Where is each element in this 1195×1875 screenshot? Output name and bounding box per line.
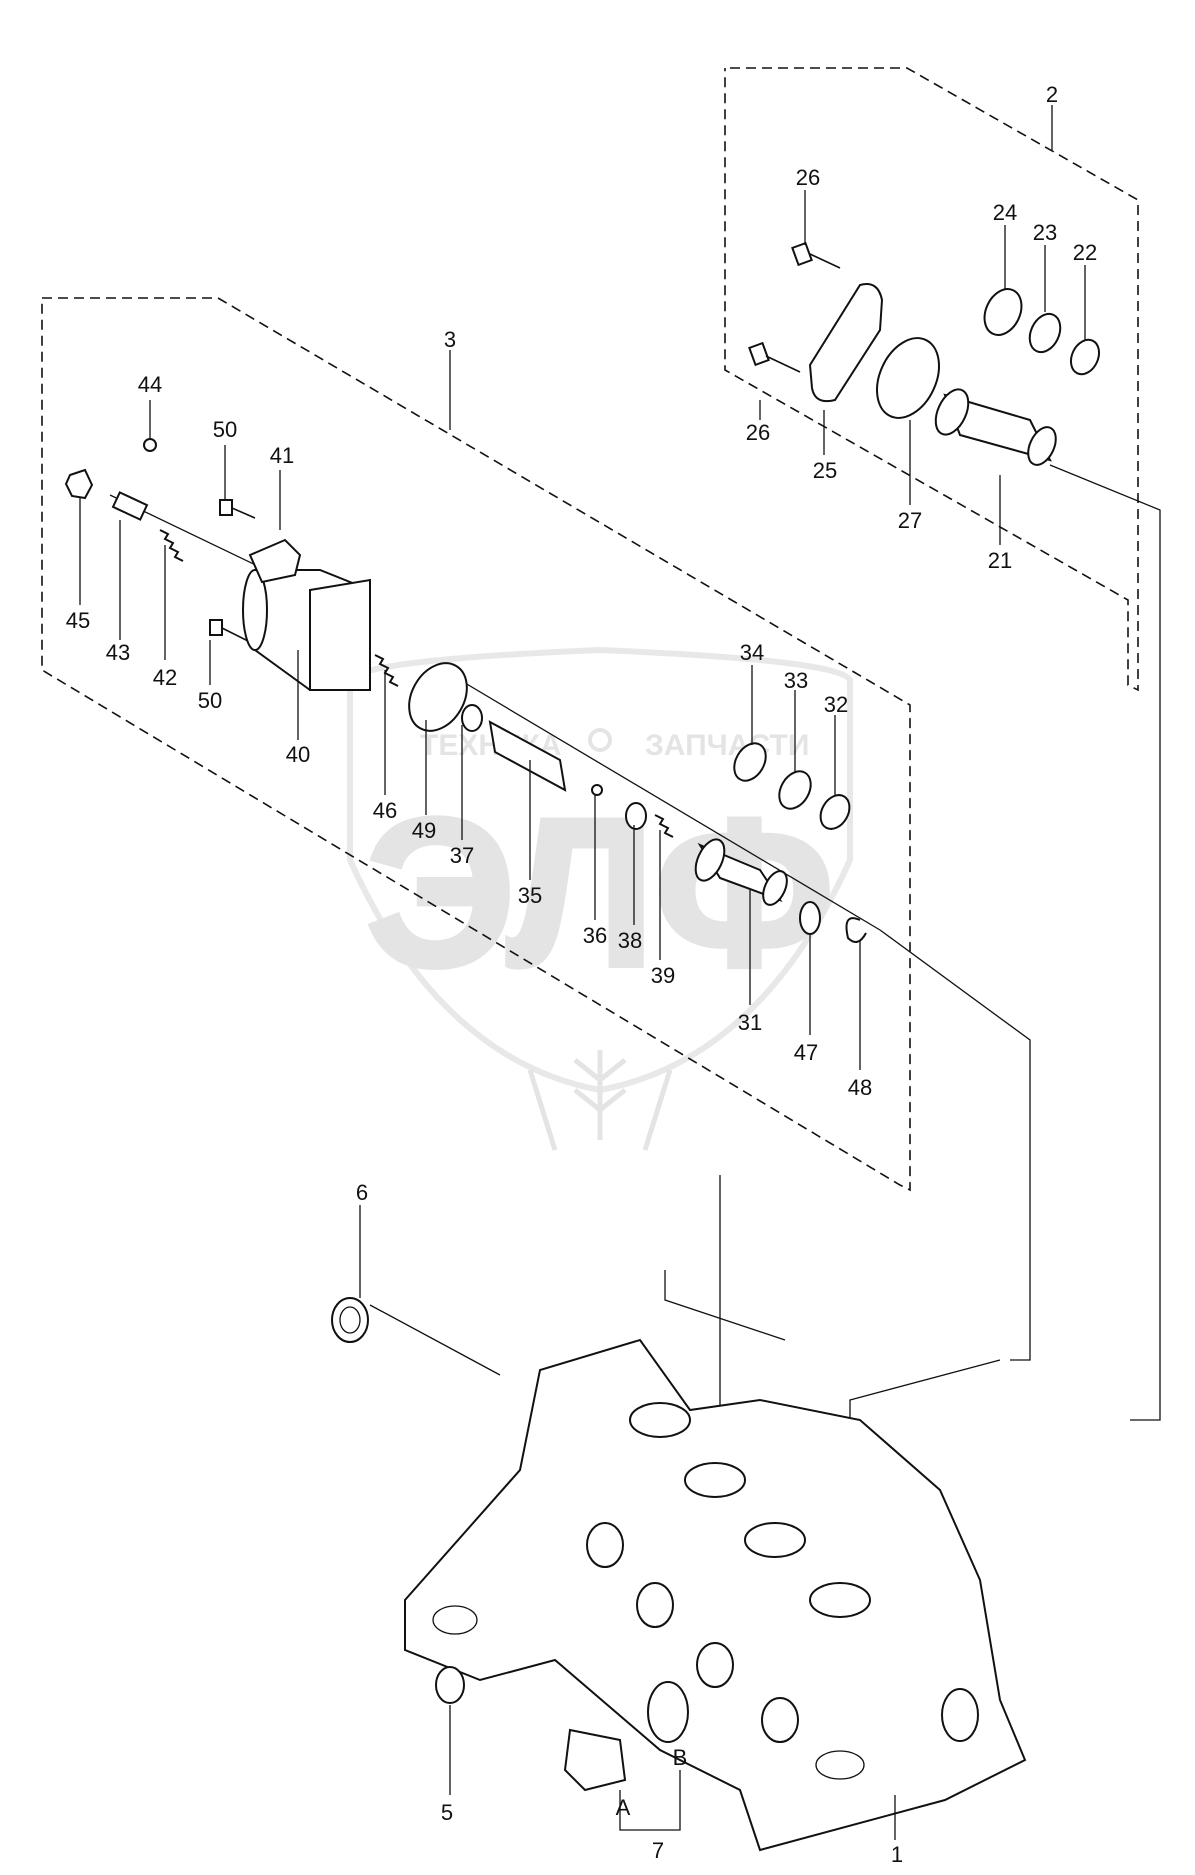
label-40: 40	[286, 742, 310, 767]
part-38-ring	[625, 802, 647, 830]
part-46-spring	[374, 654, 399, 687]
part-44-small-ring	[143, 438, 157, 452]
group-2-outline	[724, 67, 1139, 692]
label-25: 25	[813, 458, 837, 483]
label-7: 7	[652, 1838, 664, 1863]
label-5: 5	[441, 1800, 453, 1825]
part-27-o-ring	[876, 337, 940, 419]
part-37-washer	[461, 704, 483, 732]
part-1-valve-body	[404, 1338, 1027, 1852]
label-B: B	[673, 1745, 688, 1770]
part-22-ring	[1069, 338, 1101, 376]
label-45: 45	[66, 608, 90, 633]
group-3-outline	[41, 297, 911, 1192]
part-45-nut	[64, 468, 94, 500]
part-36-ball	[591, 784, 603, 796]
label-41: 41	[270, 443, 294, 468]
part-23-ring	[1028, 312, 1062, 354]
part-47-plug	[799, 901, 821, 935]
part-50-top-bolt	[219, 499, 256, 519]
label-6: 6	[356, 1180, 368, 1205]
label-46: 46	[373, 798, 397, 823]
label-42: 42	[153, 665, 177, 690]
gear-icon	[588, 728, 612, 752]
part-49-o-ring	[408, 662, 468, 732]
part-6-plug	[331, 1297, 369, 1343]
label-39: 39	[651, 963, 675, 988]
label-21: 21	[988, 548, 1012, 573]
part-7-o-ring	[647, 1681, 689, 1743]
label-A: A	[616, 1795, 631, 1820]
label-26-top: 26	[796, 165, 820, 190]
part-43-adjuster	[111, 491, 149, 521]
part-41-connector	[248, 538, 302, 584]
part-35-spool	[488, 720, 567, 792]
label-2: 2	[1046, 82, 1058, 107]
part-39-spring	[654, 814, 674, 838]
part-40-solenoid	[242, 569, 371, 692]
label-49: 49	[412, 818, 436, 843]
label-37: 37	[450, 843, 474, 868]
part-33-ring	[778, 770, 812, 810]
label-31: 31	[738, 1010, 762, 1035]
label-3: 3	[444, 327, 456, 352]
part-24-ring	[983, 288, 1023, 336]
label-32: 32	[824, 692, 848, 717]
watermark-right-text: ЗАПЧАСТИ	[645, 729, 809, 762]
label-27: 27	[898, 508, 922, 533]
wheat-icon	[527, 1050, 673, 1151]
callout-labels: 2 3 26 26 25 24 23 22 27 21 44 50 41 45 …	[66, 82, 1097, 1867]
part-48-snap-ring	[845, 917, 867, 943]
label-44: 44	[138, 372, 162, 397]
label-36: 36	[583, 923, 607, 948]
part-21-cartridge	[934, 388, 1057, 466]
label-33: 33	[784, 668, 808, 693]
label-26-bottom: 26	[746, 420, 770, 445]
part-32-ring	[819, 794, 851, 830]
part-26-bottom-bolt	[748, 341, 801, 373]
label-43: 43	[106, 640, 130, 665]
label-48: 48	[848, 1075, 872, 1100]
label-35: 35	[518, 883, 542, 908]
label-50-bottom: 50	[198, 688, 222, 713]
label-23: 23	[1033, 220, 1057, 245]
part-42-spring	[159, 529, 184, 562]
leader-lines	[79, 105, 1086, 1840]
label-1: 1	[891, 1842, 903, 1867]
label-47: 47	[794, 1040, 818, 1065]
label-34: 34	[740, 640, 764, 665]
label-22: 22	[1073, 240, 1097, 265]
label-24: 24	[993, 200, 1017, 225]
part-34-ring	[733, 742, 767, 782]
part-26-top-bolt	[791, 241, 841, 269]
part-7-plug-assembly	[563, 1681, 689, 1792]
part-25-cover-plate	[808, 283, 884, 403]
label-50-top: 50	[213, 417, 237, 442]
label-38: 38	[618, 928, 642, 953]
part-31-cartridge	[694, 838, 788, 906]
part-50-bottom-bolt	[209, 619, 251, 643]
part-5-plug	[435, 1666, 465, 1704]
